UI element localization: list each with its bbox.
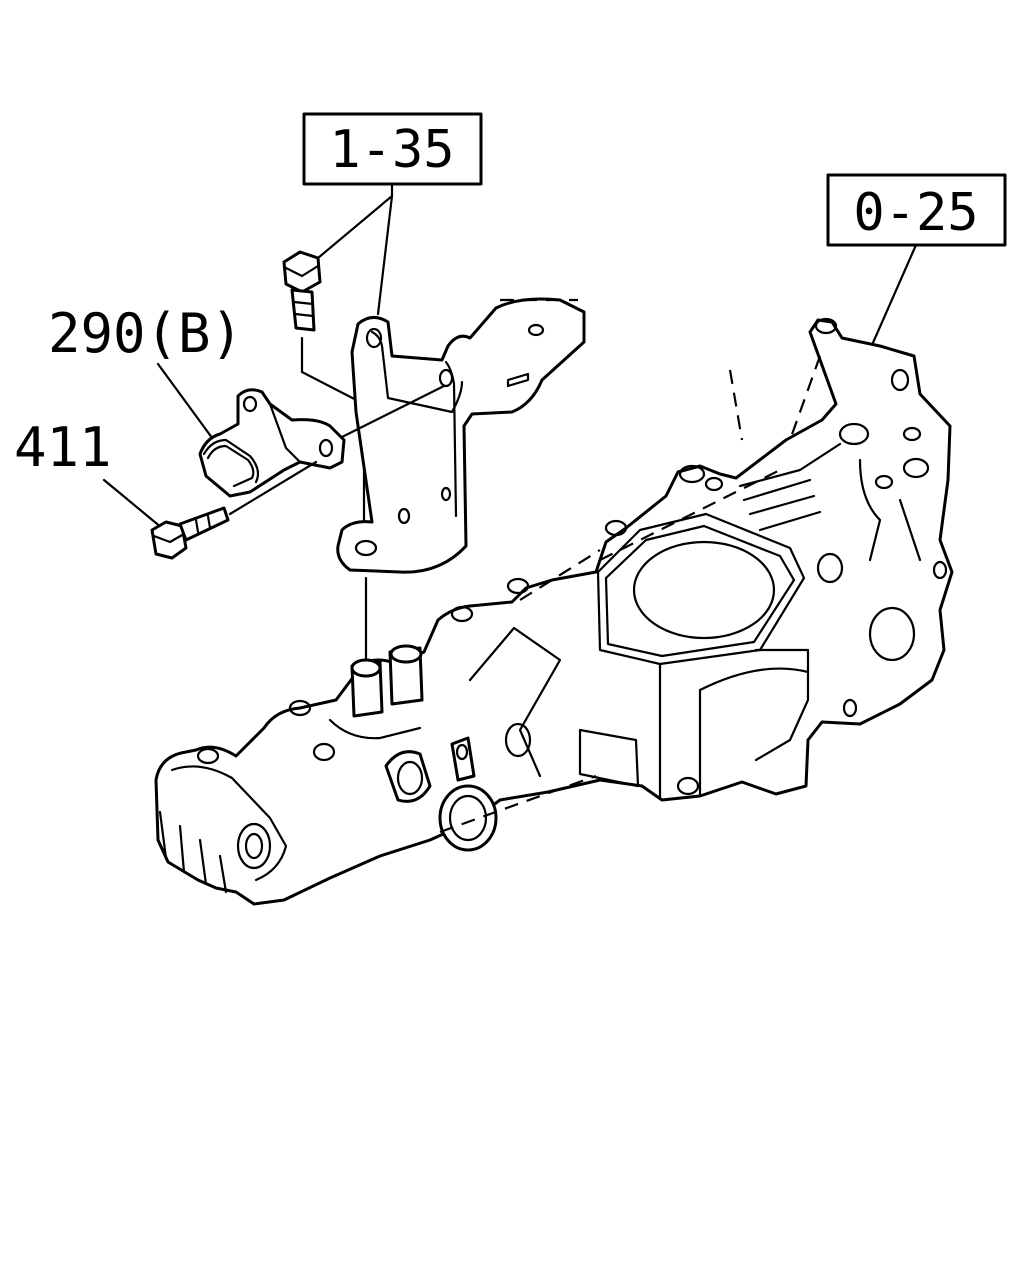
bolt-411	[150, 506, 230, 560]
leader-line-0-25	[870, 243, 918, 347]
bracket	[336, 297, 586, 574]
alignment-line-sensor	[334, 384, 446, 442]
leader-line-1-35	[316, 182, 394, 316]
sensor-290b	[198, 388, 346, 498]
leader-line-411	[102, 478, 164, 530]
reference-box-0-25-label: 0-25	[853, 183, 978, 243]
callout-290b[interactable]: 290(B)	[48, 302, 243, 365]
reference-box-1-35[interactable]: 1-35	[302, 112, 483, 186]
reference-box-0-25[interactable]: 0-25	[826, 173, 1007, 247]
bracket-bolt	[282, 250, 322, 332]
leader-line-290b	[156, 362, 220, 448]
intake-manifold	[154, 317, 954, 906]
alignment-line-411	[228, 460, 318, 516]
reference-box-1-35-label: 1-35	[329, 120, 454, 180]
callout-411[interactable]: 411	[14, 416, 112, 479]
